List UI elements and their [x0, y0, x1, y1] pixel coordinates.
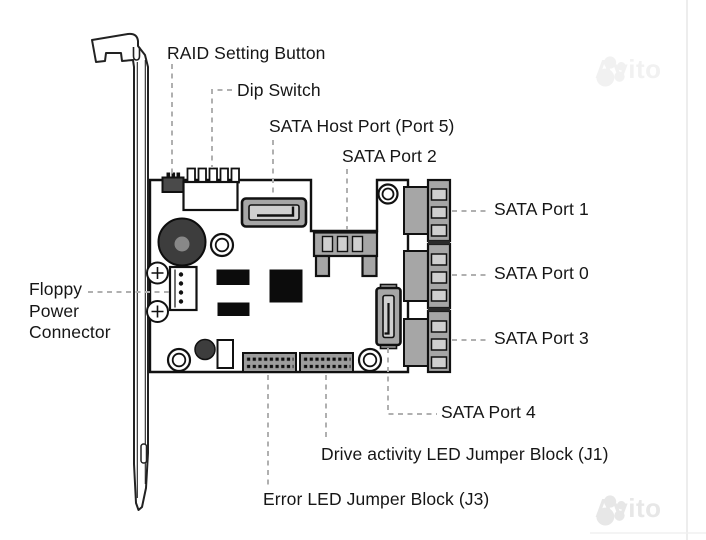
screw-top	[146, 261, 169, 285]
port-separator	[428, 307, 450, 312]
avito-logo-icon	[596, 56, 626, 87]
mounting-hole-bottom-left	[166, 347, 192, 373]
buzzer	[157, 217, 207, 267]
watermark-avito-top: Avito	[595, 54, 662, 87]
label-floppy-power-connector: Floppy Power Connector	[29, 279, 111, 342]
dip-switch	[182, 167, 240, 212]
sata-port-4-connector	[375, 283, 402, 350]
sata-port-3-connector	[403, 309, 452, 374]
sata-port-2-connector	[312, 231, 379, 278]
raid-setting-button	[161, 172, 185, 193]
label-sata-port-1: SATA Port 1	[494, 199, 589, 219]
screw-bottom	[146, 300, 169, 323]
mounting-hole-center	[209, 232, 235, 258]
label-sata-host-port: SATA Host Port (Port 5)	[269, 116, 455, 136]
jumper-cap-top	[216, 269, 250, 285]
label-error-led-jumper-block: Error LED Jumper Block (J3)	[263, 489, 490, 509]
capacitor	[194, 338, 216, 361]
leader-sata-port-4	[387, 348, 437, 415]
mounting-hole-bottom-right	[357, 347, 383, 373]
ic-chip	[269, 269, 303, 303]
pci-bracket	[91, 32, 149, 511]
photo-frame-lines	[590, 0, 706, 540]
mounting-hole-top	[377, 183, 399, 205]
port-separator	[428, 240, 450, 245]
watermark-avito-bottom: Avito	[595, 493, 662, 526]
sata-port-0-connector	[403, 242, 452, 310]
label-raid-setting-button: RAID Setting Button	[167, 43, 326, 63]
component-box	[216, 339, 234, 369]
label-dip-switch: Dip Switch	[237, 80, 321, 100]
label-sata-port-4: SATA Port 4	[441, 402, 536, 422]
label-sata-port-0: SATA Port 0	[494, 263, 589, 283]
pin-header-j3	[242, 352, 297, 373]
leader-dip-switch	[211, 89, 232, 168]
sata-host-port-connector	[240, 197, 308, 228]
label-sata-port-2: SATA Port 2	[342, 146, 437, 166]
floppy-power-connector-part	[168, 265, 198, 312]
label-sata-port-3: SATA Port 3	[494, 328, 589, 348]
bracket-slot	[140, 443, 148, 464]
sata-port-1-connector	[403, 178, 452, 243]
avito-logo-icon	[596, 495, 626, 526]
label-drive-activity-led-jumper-block: Drive activity LED Jumper Block (J1)	[321, 444, 609, 464]
jumper-cap-bottom	[217, 302, 250, 316]
pin-header-j1	[299, 352, 354, 373]
